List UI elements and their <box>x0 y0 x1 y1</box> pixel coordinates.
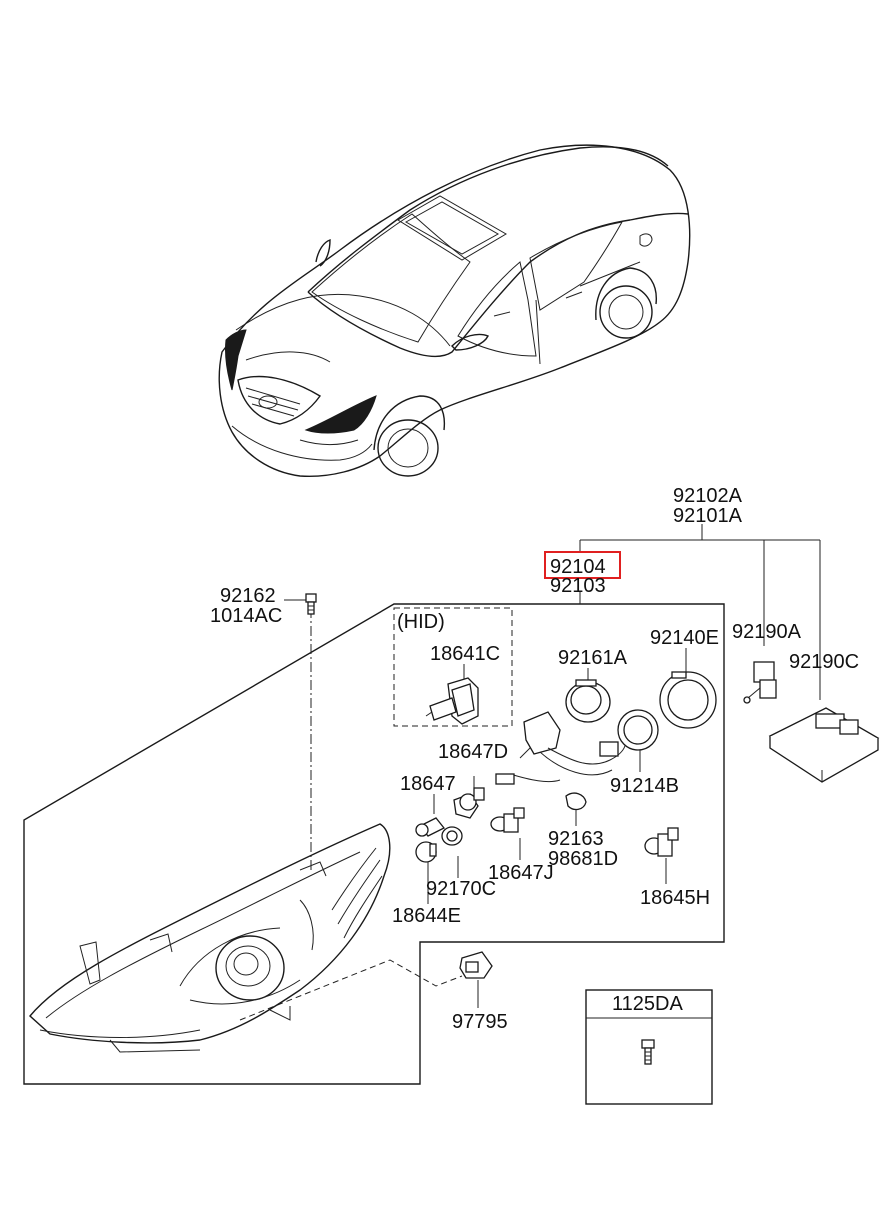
wedge-bulb <box>415 817 446 837</box>
bulb-18644E <box>415 841 437 863</box>
label-98681D[interactable]: 98681D <box>548 848 618 870</box>
headlamp-housing <box>29 823 391 1053</box>
label-18647J[interactable]: 18647J <box>488 862 554 884</box>
bolt-1125DA-box <box>585 989 713 1105</box>
hid-bulb-18641C <box>425 677 479 725</box>
label-92161A[interactable]: 92161A <box>558 647 628 669</box>
bulb-18647J <box>490 807 525 833</box>
cap-92163 <box>565 792 587 811</box>
dust-cap-92140E <box>659 671 717 729</box>
leveling-actuator-92190A <box>743 661 777 704</box>
label-92190C[interactable]: 92190C <box>789 651 859 673</box>
retainer-ring-92161A <box>565 679 611 723</box>
bolt-1125DA <box>641 1039 655 1065</box>
label-92163[interactable]: 92163 <box>548 828 604 850</box>
label-97795[interactable]: 97795 <box>452 1011 508 1033</box>
label-18647D[interactable]: 18647D <box>438 741 508 763</box>
label-91214B[interactable]: 91214B <box>610 775 679 797</box>
label-18645H[interactable]: 18645H <box>640 887 710 909</box>
label-92101A[interactable]: 92101A <box>673 505 743 527</box>
label-92162[interactable]: 92162 <box>220 585 276 607</box>
bulb-18647 <box>453 787 485 819</box>
label-92103[interactable]: 92103 <box>550 575 606 597</box>
leader-lines <box>239 524 821 1021</box>
screw-92162 <box>305 593 317 615</box>
assembly-outline <box>23 603 725 1085</box>
connector-97795 <box>459 951 493 979</box>
socket-harness-18647D <box>495 711 626 785</box>
label-18647[interactable]: 18647 <box>400 773 456 795</box>
label-1125DA[interactable]: 1125DA <box>612 993 683 1015</box>
label-92102A[interactable]: 92102A <box>673 485 743 507</box>
socket-92170C <box>441 826 463 846</box>
hid-group-box <box>393 607 513 727</box>
bulb-18645H <box>644 827 679 857</box>
label-18641C[interactable]: 18641C <box>430 643 500 665</box>
label-hid: (HID) <box>397 611 445 633</box>
part-labels: 92102A 92101A 92104 92103 92162 1014AC (… <box>210 485 859 1033</box>
vehicle-illustration <box>218 144 691 478</box>
label-18644E[interactable]: 18644E <box>392 905 461 927</box>
retainer-ring-91214B <box>617 709 659 751</box>
label-92140E[interactable]: 92140E <box>650 627 719 649</box>
label-92104[interactable]: 92104 <box>550 556 606 578</box>
label-92190A[interactable]: 92190A <box>732 621 802 643</box>
label-92170C[interactable]: 92170C <box>426 878 496 900</box>
label-1014AC[interactable]: 1014AC <box>210 605 282 627</box>
highlight-box-92104 <box>544 551 621 579</box>
hid-ballast-92190C <box>768 707 880 783</box>
